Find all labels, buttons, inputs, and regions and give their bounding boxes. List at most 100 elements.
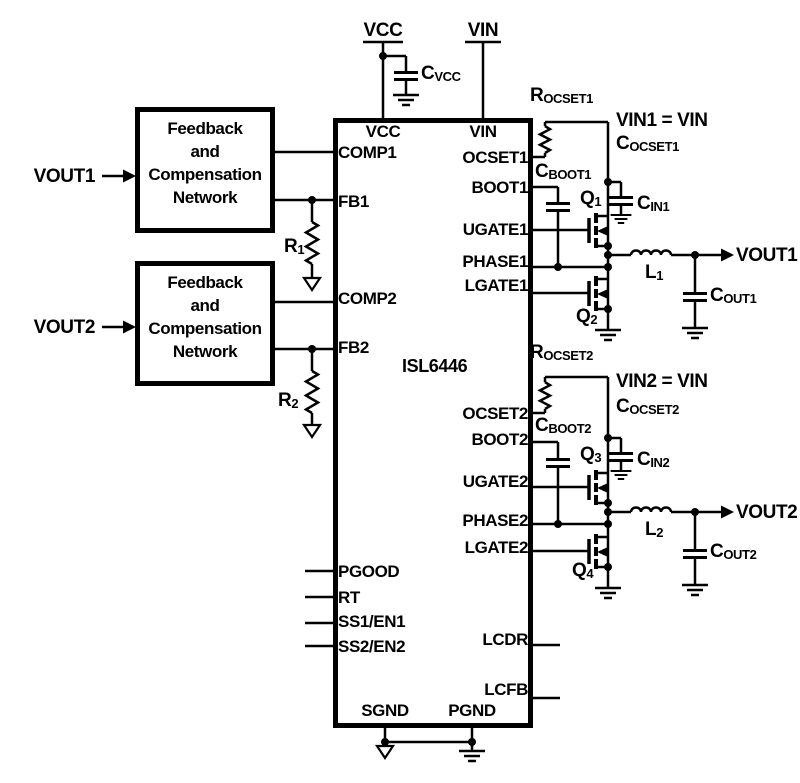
vout1-output-arrow (695, 248, 734, 262)
label-pin-rt: RT (338, 588, 360, 607)
q4-source-ground (593, 563, 623, 600)
label-cocset1: COCSET1 (616, 133, 679, 155)
cout2-capacitor (680, 512, 710, 597)
q4-ground-icon (593, 586, 623, 600)
label-pin-comp2: COMP2 (338, 289, 397, 308)
label-cboot1: CBOOT1 (535, 161, 592, 183)
cout2-ground-icon (680, 583, 710, 597)
label-pin-lcdr: LCDR (482, 630, 528, 649)
label-vout2-output: VOUT2 (736, 502, 798, 523)
label-l2: L2 (645, 519, 663, 541)
label-l1: L1 (645, 262, 663, 284)
cboot2-sub: BOOT2 (548, 421, 592, 436)
label-vout1-output: VOUT1 (736, 245, 798, 266)
cvcc-sub: VCC (434, 69, 461, 84)
cin2-capacitor (607, 436, 635, 481)
cvcc-ground-icon (391, 93, 421, 107)
vcc-rail (363, 40, 421, 118)
label-cin2: CIN2 (637, 449, 670, 471)
r2-sub: 2 (291, 396, 299, 411)
cin1-main: C (637, 193, 651, 214)
label-pin-ss2: SS2/EN2 (338, 637, 406, 656)
cout1-sub: OUT1 (723, 291, 757, 306)
r1-ground-icon (302, 276, 322, 292)
q4-main: Q (572, 560, 587, 581)
rocset2-main: R (530, 342, 544, 363)
cvcc-capacitor (392, 71, 420, 81)
rocset1-sub: OCSET1 (543, 91, 593, 106)
cvcc-main: C (421, 63, 435, 84)
l1-sub: 1 (656, 268, 664, 283)
q1-mosfet (587, 211, 610, 250)
rocset2-resistor (537, 377, 553, 413)
q2-main: Q (576, 306, 591, 327)
cin1-capacitor (607, 180, 635, 225)
cboot2-junction (554, 520, 562, 528)
r2-resistor (302, 349, 322, 439)
q3-main: Q (580, 444, 595, 465)
vout1-input-arrow (102, 169, 136, 183)
cocset2-main: C (616, 396, 630, 417)
feedback-box-1 (135, 107, 275, 233)
cboot1-sub: BOOT1 (548, 167, 592, 182)
label-r1: R1 (284, 236, 305, 258)
label-rocset2: ROCSET2 (530, 342, 593, 364)
cboot1-main: C (535, 161, 549, 182)
label-rocset1: ROCSET1 (530, 85, 593, 107)
cin2-main: C (637, 449, 651, 470)
q1-sub: 1 (594, 194, 602, 209)
label-ic-name: ISL6446 (402, 356, 468, 376)
label-vin2-note: VIN2 = VIN (616, 371, 708, 392)
l1-main: L (645, 262, 657, 283)
label-pin-boot1: BOOT1 (471, 178, 528, 197)
vout2-input-arrow (102, 320, 136, 334)
label-pin-ocset2: OCSET2 (462, 404, 528, 423)
cin2-ground-icon (609, 469, 633, 481)
label-q3: Q3 (580, 444, 602, 466)
label-q2: Q2 (576, 306, 598, 328)
pgnd-ground-icon (457, 749, 487, 763)
label-vout1-input: VOUT1 (33, 166, 96, 187)
r2-ground-icon (302, 423, 322, 439)
label-pin-pgood: PGOOD (338, 562, 400, 581)
label-cvcc: CVCC (421, 63, 461, 85)
label-pin-vcc: VCC (365, 122, 401, 141)
label-pin-pgnd: PGND (448, 701, 496, 720)
q3-mosfet (587, 468, 610, 507)
label-cin1: CIN1 (637, 193, 670, 215)
label-pin-lgate1: LGATE1 (464, 276, 529, 295)
label-vin1-note: VIN1 = VIN (616, 110, 708, 131)
r2-main: R (278, 390, 292, 411)
vout2-output-arrow (695, 505, 734, 519)
q4-sub: 4 (586, 566, 594, 581)
cin1-ground-icon (609, 213, 633, 225)
label-pin-vin: VIN (469, 122, 497, 141)
l1-inductor (608, 249, 695, 257)
label-cboot2: CBOOT2 (535, 415, 592, 437)
label-q4: Q4 (572, 560, 594, 582)
cocset2-sub: OCSET2 (629, 402, 679, 417)
cout1-main: C (710, 285, 724, 306)
label-r2: R2 (278, 390, 299, 412)
label-pin-ugate1: UGATE1 (462, 220, 529, 239)
cboot2-main: C (535, 415, 549, 436)
channel2-power-stage (533, 375, 734, 600)
q1-main: Q (580, 188, 595, 209)
r1-sub: 1 (297, 242, 305, 257)
label-cocset2: COCSET2 (616, 396, 679, 418)
r1-main: R (284, 236, 298, 257)
rocset1-resistor (537, 122, 553, 157)
cocset1-sub: OCSET1 (629, 139, 679, 154)
cout2-sub: OUT2 (723, 547, 757, 562)
q2-ground-icon (593, 328, 623, 342)
cboot1-junction (554, 263, 562, 271)
label-cout2: COUT2 (710, 541, 757, 563)
ground-tie (375, 728, 487, 763)
channel1-power-stage (533, 120, 734, 342)
cboot1-capacitor (533, 185, 572, 267)
label-pin-boot2: BOOT2 (471, 430, 528, 449)
cout2-main: C (710, 541, 724, 562)
label-q1: Q1 (580, 188, 602, 210)
